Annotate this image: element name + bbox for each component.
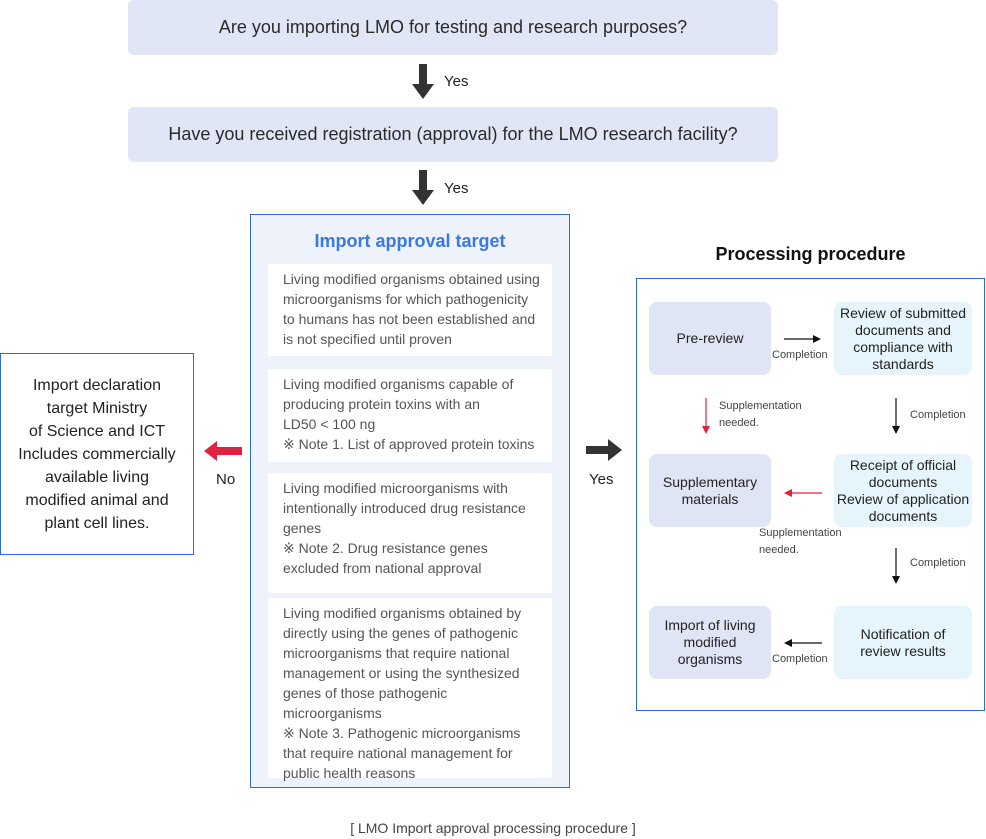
yes-label-1: Yes [444,73,469,90]
step-pre-review: Pre-review [649,302,771,375]
target-item-3: Living modified microorganisms with inte… [268,473,552,593]
supplementation-label-2: Supplementation needed. [759,527,842,556]
step-notification: Notification of review results [834,606,972,679]
completion-label-2: Completion [910,409,966,421]
down-arrow-icon [412,170,434,205]
target-item-1: Living modified organisms obtained using… [268,264,552,356]
down-arrow-icon [412,64,434,99]
question-facility-registration: Have you received registration (approval… [128,107,778,162]
target-item-2: Living modified organisms capable of pro… [268,369,552,462]
completion-label-4: Completion [772,653,828,665]
supplementation-label-1: Supplementation needed. [719,400,802,429]
processing-procedure-title: Processing procedure [715,244,906,264]
step-import-lmo: Import of living modified organisms [649,606,771,679]
target-item-4: Living modified organisms obtained by di… [268,598,552,781]
import-declaration-box: Import declaration target Ministry of Sc… [0,353,194,555]
step-document-review: Review of submitted documents and compli… [834,302,972,375]
yes-label-3: Yes [589,471,614,488]
no-label: No [216,471,236,488]
yes-label-2: Yes [444,180,469,197]
step-supplementary-materials: Supplementary materials [649,454,771,527]
import-approval-target-title: Import approval target [314,231,506,251]
figure-caption: [ LMO Import approval processing procedu… [350,820,636,836]
completion-label-1: Completion [772,349,828,361]
question-research-purpose: Are you importing LMO for testing and re… [128,0,778,55]
right-arrow-icon [586,439,622,461]
step-receipt-review: Receipt of official documents Review of … [834,454,972,527]
left-arrow-icon [204,441,242,461]
import-approval-target-panel: Import approval target Living modified o… [250,214,570,788]
completion-label-3: Completion [910,557,966,569]
